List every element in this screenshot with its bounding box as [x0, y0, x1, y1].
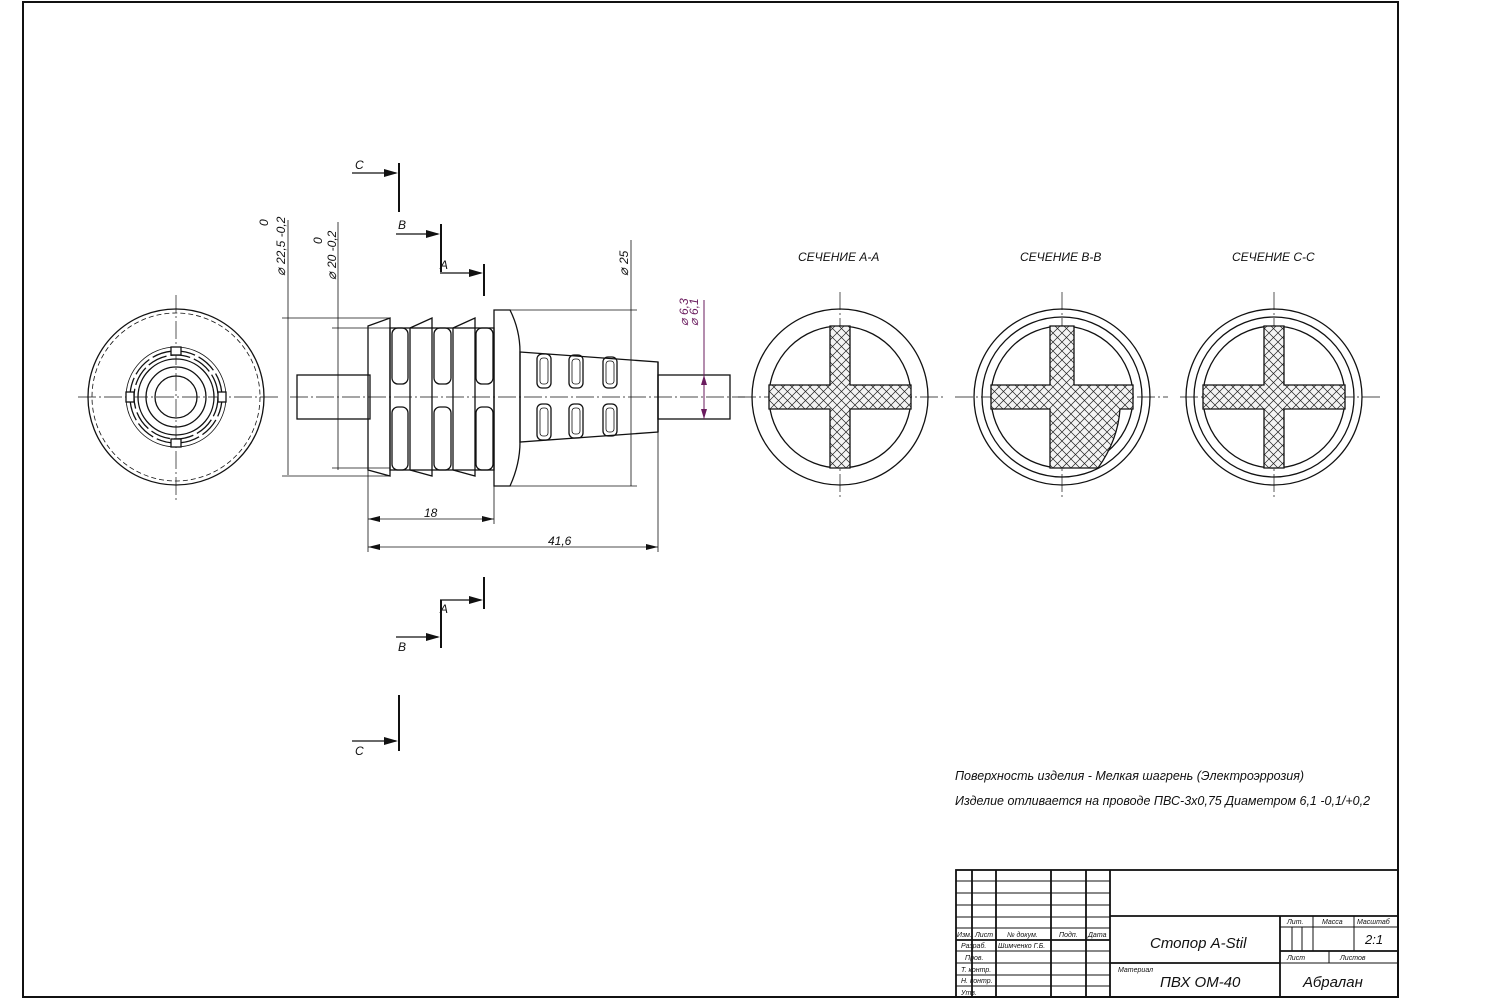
tb-prov: Пров. — [965, 955, 984, 962]
title-block: Изм. Лист № докум. Подп. Дата Разраб. Ши… — [955, 869, 1399, 998]
tb-massa: Масса — [1322, 919, 1343, 926]
tb-scale: 2:1 — [1364, 932, 1383, 947]
cutting-planes: C B A A B C — [352, 158, 485, 758]
dim-d20-sym: ⌀ — [324, 271, 339, 280]
sheet-frame — [22, 1, 1399, 998]
dim-d25-sym: ⌀ — [616, 267, 631, 276]
tb-tkontr: Т. контр. — [961, 967, 991, 974]
dim-d22-zero: 0 — [257, 219, 271, 226]
dim-length-41-6: 41,6 — [548, 534, 572, 548]
tb-material: ПВХ ОМ-40 — [1160, 974, 1241, 991]
side-view — [290, 309, 745, 487]
section-c-c-title: СЕЧЕНИЕ С-С — [1232, 250, 1315, 264]
technical-note-2: Изделие отливается на проводе ПВС-3х0,75… — [955, 794, 1370, 808]
dim-d20-zero: 0 — [311, 237, 325, 244]
section-a-a-title: СЕЧЕНИЕ А-А — [798, 250, 879, 264]
tb-company: Абралан — [1302, 974, 1363, 991]
dim-d61-sym: ⌀ — [687, 317, 701, 326]
cut-label-a-bottom: A — [439, 602, 448, 616]
cut-label-b-bottom: B — [398, 640, 406, 654]
tb-masshtab: Масштаб — [1357, 918, 1391, 926]
section-b-b: СЕЧЕНИЕ В-В — [955, 250, 1168, 500]
dimensions: 0 ⌀ 22,5 -0,2 0 ⌀ 20 -0,2 ⌀ 25 ⌀ 6,3 ⌀ 6… — [257, 216, 707, 552]
cut-label-c-bottom: C — [355, 744, 364, 758]
tb-podp: Подп. — [1059, 931, 1078, 939]
tb-list: Лист — [974, 932, 993, 939]
tb-doc: № докум. — [1007, 931, 1038, 939]
technical-note-1: Поверхность изделия - Мелкая шагрень (Эл… — [955, 769, 1304, 783]
dim-length-18: 18 — [424, 506, 438, 520]
cut-label-a-top: A — [439, 258, 448, 272]
cut-label-c-top: C — [355, 158, 364, 172]
tb-lit: Лит. — [1286, 919, 1303, 926]
dim-d22-value: 22,5 -0,2 — [274, 216, 288, 265]
tb-data: Дата — [1087, 932, 1107, 939]
section-a-a: СЕЧЕНИЕ А-А — [738, 250, 945, 500]
tb-izm: Изм. — [957, 932, 972, 939]
dim-d61-value: 6,1 — [687, 298, 701, 315]
tb-material-label: Материал — [1118, 967, 1153, 974]
tb-listov: Листов — [1339, 955, 1366, 962]
dim-d63-value: 6,3 — [677, 298, 691, 315]
dim-d63-sym: ⌀ — [677, 317, 691, 326]
dim-d22-sym: ⌀ — [273, 267, 288, 276]
dim-d25-value: 25 — [617, 250, 631, 265]
tb-title: Стопор A-Stil — [1150, 935, 1247, 952]
dim-d20-value: 20 -0,2 — [325, 230, 339, 269]
cut-label-b-top: B — [398, 218, 406, 232]
tb-razrab: Разраб. — [961, 942, 986, 950]
tb-list2: Лист — [1286, 955, 1305, 962]
tb-razrab-name: Шимченко Г.Б. — [998, 943, 1045, 950]
tb-utv: Утв. — [960, 990, 977, 997]
section-b-b-title: СЕЧЕНИЕ В-В — [1020, 250, 1101, 264]
section-c-c: СЕЧЕНИЕ С-С — [1180, 250, 1380, 500]
tb-nkontr: Н. контр. — [961, 978, 993, 985]
end-view — [78, 295, 278, 500]
